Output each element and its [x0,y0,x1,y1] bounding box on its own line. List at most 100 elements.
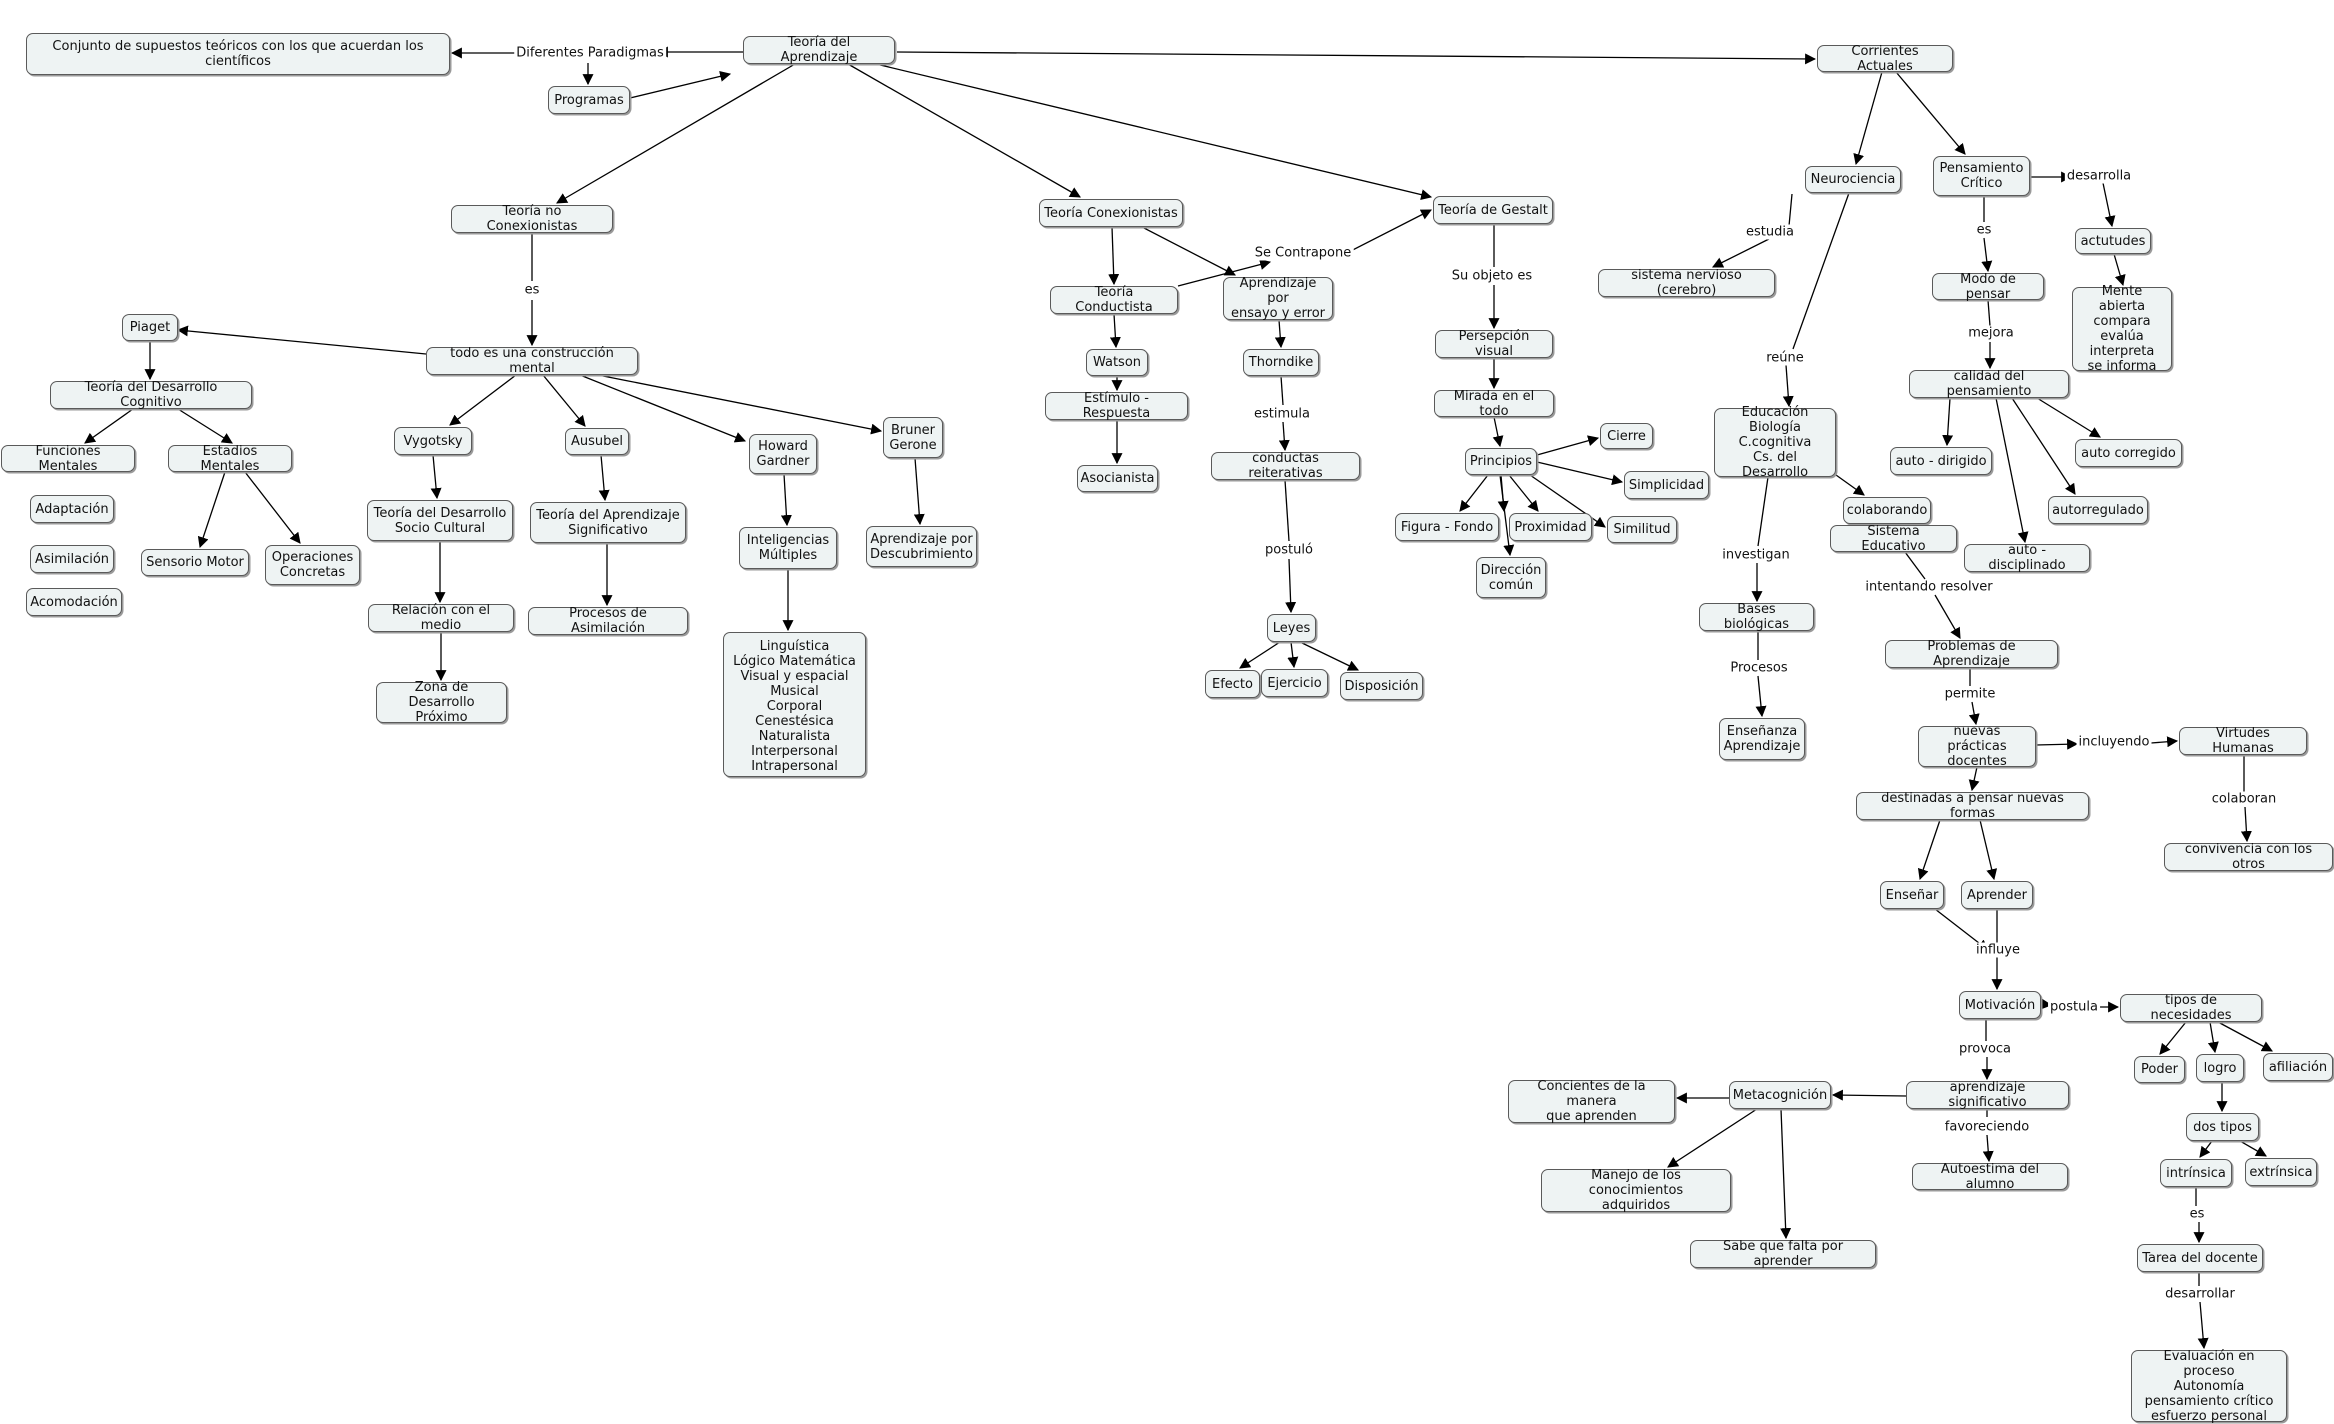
node-educacion[interactable]: Educación Biología C.cognitiva Cs. del D… [1714,405,1836,480]
node-afiliacion[interactable]: afiliación [2263,1053,2333,1081]
node-descubrimiento[interactable]: Aprendizaje por Descubrimiento [866,526,977,567]
node-no-conexionistas[interactable]: Teoría no Conexionistas [451,204,613,234]
connector-line [1712,238,1770,268]
node-teoria-aprendizaje[interactable]: Teoría del Aprendizaje [743,35,895,65]
connector-line [2150,736,2179,748]
node-construccion[interactable]: todo es una construcción mental [426,346,638,376]
node-watson[interactable]: Watson [1086,349,1148,376]
node-colaborando[interactable]: colaborando [1843,497,1931,524]
connector-line [2197,1301,2209,1350]
node-funciones[interactable]: Funciones Mentales [1,444,135,474]
node-convivencia[interactable]: convivencia con los otros [2164,842,2333,872]
connector-line [913,457,925,526]
node-disposicion[interactable]: Disposición [1340,672,1423,700]
node-asocianista[interactable]: Asocianista [1077,465,1158,492]
node-relacion-medio[interactable]: Relación con el medio [368,603,514,633]
node-mirada[interactable]: Mirada en el todo [1434,389,1554,419]
node-ejercicio[interactable]: Ejercicio [1261,669,1328,697]
node-conexionistas[interactable]: Teoría Conexionistas [1039,199,1183,227]
node-mente-abierta[interactable]: Mente abierta compara evalúa interpreta … [2072,284,2172,374]
node-metacognicion[interactable]: Metacognición [1729,1081,1831,1109]
node-sensorio[interactable]: Sensorio Motor [141,549,249,576]
node-cierre[interactable]: Cierre [1600,423,1653,449]
connector-line [1239,641,1281,669]
node-tarea-docente[interactable]: Tarea del docente [2137,1244,2263,1272]
label-diferentes-paradigmas: Diferentes Paradigmas [514,45,666,61]
node-adaptacion[interactable]: Adaptación [30,495,114,523]
node-similitud[interactable]: Similitud [1607,516,1677,543]
node-nuevas-practicas[interactable]: nuevas prácticas docentes [1918,724,2036,769]
connector-line [1981,237,1993,273]
node-neurociencia[interactable]: Neurociencia [1805,166,1901,193]
node-aprendizaje-sig[interactable]: aprendizaje significativo [1906,1080,2069,1110]
node-figura-fondo[interactable]: Figura - Fondo [1395,513,1499,541]
node-estimulo-resp[interactable]: Estímulo - Respuesta [1045,391,1188,421]
node-ensayo-error[interactable]: Aprendizaje por ensayo y error [1223,276,1333,321]
node-programas[interactable]: Programas [548,86,630,114]
node-concientes[interactable]: Concientes de la manera que aprenden [1508,1079,1675,1124]
node-vygotsky[interactable]: Vygotsky [394,427,472,455]
node-pensamiento-critico[interactable]: Pensamiento Crítico [1933,156,2030,196]
node-intrinsica[interactable]: intrínsica [2160,1159,2232,1187]
node-proximidad[interactable]: Proximidad [1509,513,1592,541]
node-bases[interactable]: Bases biológicas [1699,602,1814,632]
node-leyes[interactable]: Leyes [1267,614,1316,642]
node-ensenar[interactable]: Enseñar [1880,881,1944,909]
node-autorregulado[interactable]: autorregulado [2048,496,2148,524]
node-conductista[interactable]: Teoría Conductista [1050,285,1178,315]
connector-line [2011,397,2076,495]
node-acomodacion[interactable]: Acomodación [26,588,122,616]
node-extrinsica[interactable]: extrínsica [2245,1158,2317,1186]
node-lista-inteligencias[interactable]: Linguística Lógico Matemática Visual y e… [723,632,866,777]
node-destinadas[interactable]: destinadas a pensar nuevas formas [1856,791,2089,821]
node-logro[interactable]: logro [2196,1054,2244,1082]
node-auto-disciplinado[interactable]: auto - disciplinado [1964,543,2090,573]
node-sistema-educativo[interactable]: Sistema Educativo [1830,524,1957,554]
node-virtudes[interactable]: Virtudes Humanas [2179,726,2307,756]
node-conductas[interactable]: conductas reiterativas [1211,451,1360,481]
node-principios[interactable]: Principios [1465,448,1537,475]
node-inteligencias[interactable]: Inteligencias Múltiples [739,527,837,569]
node-thorndike[interactable]: Thorndike [1243,349,1319,376]
node-manejo[interactable]: Manejo de los conocimientos adquiridos [1541,1168,1731,1213]
node-simplicidad[interactable]: Simplicidad [1624,471,1709,499]
node-calidad[interactable]: calidad del pensamiento [1909,369,2069,399]
label-permite: permite [1942,686,1998,702]
node-gardner[interactable]: Howard Gardner [749,434,817,474]
node-significativo[interactable]: Teoría del Aprendizaje Significativo [530,502,686,543]
node-aprender[interactable]: Aprender [1961,881,2033,909]
node-auto-corregido[interactable]: auto corregido [2075,439,2182,467]
node-actutudes[interactable]: actutudes [2075,228,2151,254]
node-desarrollo-cognitivo[interactable]: Teoría del Desarrollo Cognitivo [50,380,252,410]
node-sistema-nervioso[interactable]: sistema nervioso (cerebro) [1598,268,1775,298]
node-poder[interactable]: Poder [2134,1056,2185,1083]
node-problemas[interactable]: Problemas de Aprendizaje [1885,639,2058,669]
node-corrientes[interactable]: Corrientes Actuales [1817,44,1953,74]
connector-line [1968,701,1980,726]
node-procesos-asim[interactable]: Procesos de Asimilación [528,606,688,636]
node-ausubel[interactable]: Ausubel [565,428,629,455]
node-sabe-falta[interactable]: Sabe que falta por aprender [1690,1239,1876,1269]
node-dos-tipos[interactable]: dos tipos [2186,1113,2259,1141]
node-evaluacion[interactable]: Evaluación en proceso Autonomía pensamie… [2131,1349,2287,1424]
node-gestalt[interactable]: Teoría de Gestalt [1433,196,1553,224]
node-tipos-necesidades[interactable]: tipos de necesidades [2120,993,2262,1023]
node-piaget[interactable]: Piaget [122,314,178,341]
connector-line [542,374,586,427]
node-persepcion[interactable]: Persepción visual [1435,329,1553,359]
node-asimilacion[interactable]: Asimilación [30,545,114,573]
node-bruner[interactable]: Bruner Gerone [883,417,943,458]
node-auto-dirigido[interactable]: auto - dirigido [1890,447,1992,475]
node-direccion[interactable]: Dirección común [1476,557,1546,598]
node-estadios[interactable]: Estadios Mentales [168,444,292,474]
node-conjunto[interactable]: Conjunto de supuestos teóricos con los q… [26,33,450,75]
node-efecto[interactable]: Efecto [1205,670,1260,698]
node-modo-pensar[interactable]: Modo de pensar [1932,272,2044,302]
node-zona[interactable]: Zona de Desarrollo Próximo [376,680,507,725]
node-socio-cultural[interactable]: Teoría del Desarrollo Socio Cultural [367,500,513,541]
connector-line [2035,738,2079,750]
node-motivacion[interactable]: Motivación [1959,991,2041,1019]
node-autoestima[interactable]: Autoestima del alumno [1912,1162,2068,1192]
node-ensenanza-aprendizaje[interactable]: Enseñanza Aprendizaje [1719,718,1805,760]
node-operaciones[interactable]: Operaciones Concretas [265,545,360,585]
